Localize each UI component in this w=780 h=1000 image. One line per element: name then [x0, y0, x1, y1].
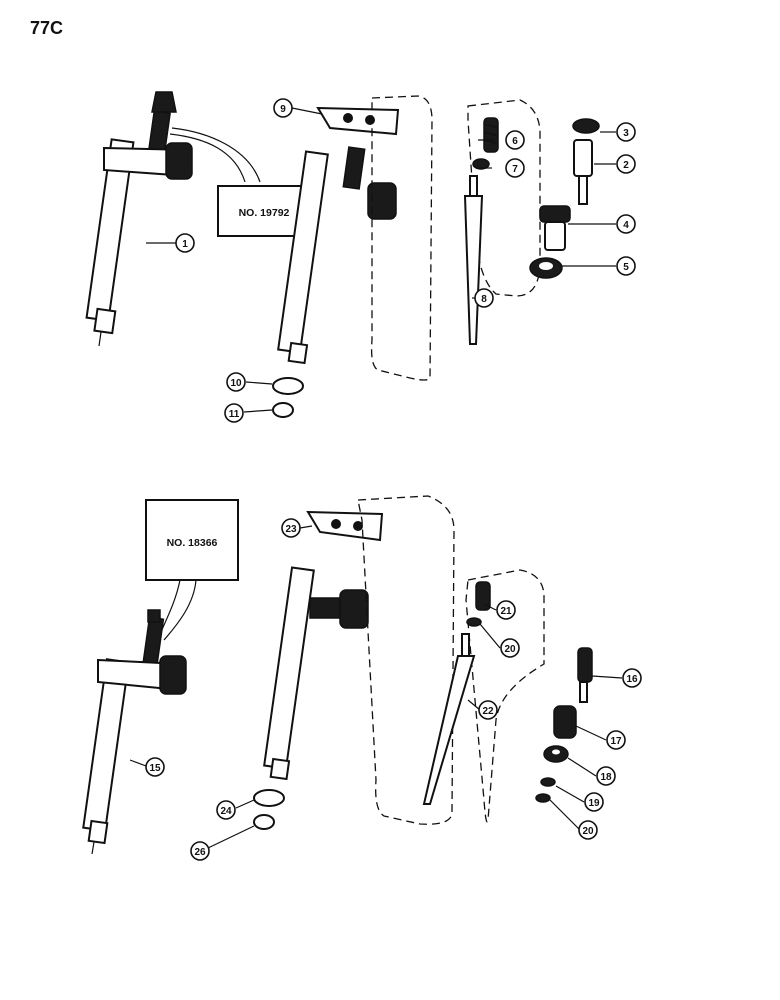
leader-lines-bottom [129, 525, 623, 849]
part-4 [539, 205, 571, 251]
part-number-8: 8 [474, 288, 494, 308]
part-number-19: 19 [584, 792, 604, 812]
part-2 [573, 139, 593, 205]
nut-18 [543, 745, 569, 763]
injector-assembly-1 [85, 91, 193, 347]
group-bracket-bottom-a [357, 495, 455, 825]
spring-21 [475, 581, 491, 611]
group-bracket-top-b [467, 99, 541, 297]
part-number-7: 7 [505, 158, 525, 178]
svg-text:10: 10 [230, 378, 242, 389]
clamp-23 [306, 510, 384, 542]
part-number-9: 9 [273, 98, 293, 118]
part-number-26: 26 [190, 841, 210, 861]
washer-19 [540, 777, 556, 787]
part-number-18: 18 [596, 766, 616, 786]
washer-10 [272, 377, 304, 395]
svg-text:23: 23 [285, 524, 297, 535]
part-number-15: 15 [145, 757, 165, 777]
part-5 [529, 257, 563, 279]
part-number-23: 23 [281, 518, 301, 538]
needle-22 [422, 633, 476, 805]
svg-text:1: 1 [182, 239, 188, 250]
injector-assembly-15 [82, 609, 187, 855]
page-number: 77C [30, 18, 64, 38]
part-number-20b: 20 [578, 820, 598, 840]
part-number-4: 4 [616, 214, 636, 234]
part-number-16: 16 [622, 668, 642, 688]
svg-text:20: 20 [582, 826, 594, 837]
washer-26 [253, 814, 275, 830]
svg-text:9: 9 [280, 104, 286, 115]
part-number-21: 21 [496, 600, 516, 620]
part-16 [577, 647, 593, 703]
part-3 [572, 118, 600, 134]
svg-text:5: 5 [623, 262, 629, 273]
injector-body-bottom [263, 566, 369, 781]
washer-7 [472, 158, 490, 170]
svg-text:22: 22 [482, 706, 494, 717]
svg-text:4: 4 [623, 220, 629, 231]
svg-text:8: 8 [481, 294, 487, 305]
part-number-24: 24 [216, 800, 236, 820]
part-number-20a: 20 [500, 638, 520, 658]
svg-text:2: 2 [623, 160, 629, 171]
callout-box-18366: NO. 18366 [145, 499, 239, 641]
part-number-22: 22 [478, 700, 498, 720]
svg-text:6: 6 [512, 136, 518, 147]
callout-label-18366: NO. 18366 [167, 537, 218, 549]
part-number-2: 2 [616, 154, 636, 174]
svg-text:26: 26 [194, 847, 206, 858]
spring-6 [483, 117, 499, 153]
washer-24 [253, 789, 285, 807]
callout-label-19792: NO. 19792 [239, 207, 290, 219]
svg-text:19: 19 [588, 798, 600, 809]
part-number-3: 3 [616, 122, 636, 142]
washer-11 [272, 402, 294, 418]
part-number-1: 1 [175, 233, 195, 253]
part-number-5: 5 [616, 256, 636, 276]
part-number-10: 10 [226, 372, 246, 392]
svg-text:16: 16 [626, 674, 638, 685]
part-number-6: 6 [505, 130, 525, 150]
washer-20a [466, 617, 482, 627]
washer-20b [535, 793, 551, 803]
svg-text:11: 11 [229, 409, 240, 420]
svg-text:20: 20 [504, 644, 516, 655]
svg-text:7: 7 [512, 164, 518, 175]
part-number-11: 11 [224, 403, 244, 423]
svg-text:24: 24 [220, 806, 232, 817]
svg-text:18: 18 [600, 772, 612, 783]
svg-text:3: 3 [623, 128, 629, 139]
part-number-17: 17 [606, 730, 626, 750]
group-bracket-top-a [370, 95, 433, 381]
injector-body-top [277, 146, 397, 365]
part-17 [553, 705, 577, 739]
svg-text:15: 15 [149, 763, 161, 774]
callout-box-19792: NO. 19792 [169, 127, 311, 237]
group-bracket-bottom-b [465, 569, 545, 823]
svg-text:21: 21 [500, 606, 512, 617]
clamp-9 [316, 106, 400, 136]
needle-8 [463, 175, 484, 345]
svg-text:17: 17 [610, 736, 622, 747]
